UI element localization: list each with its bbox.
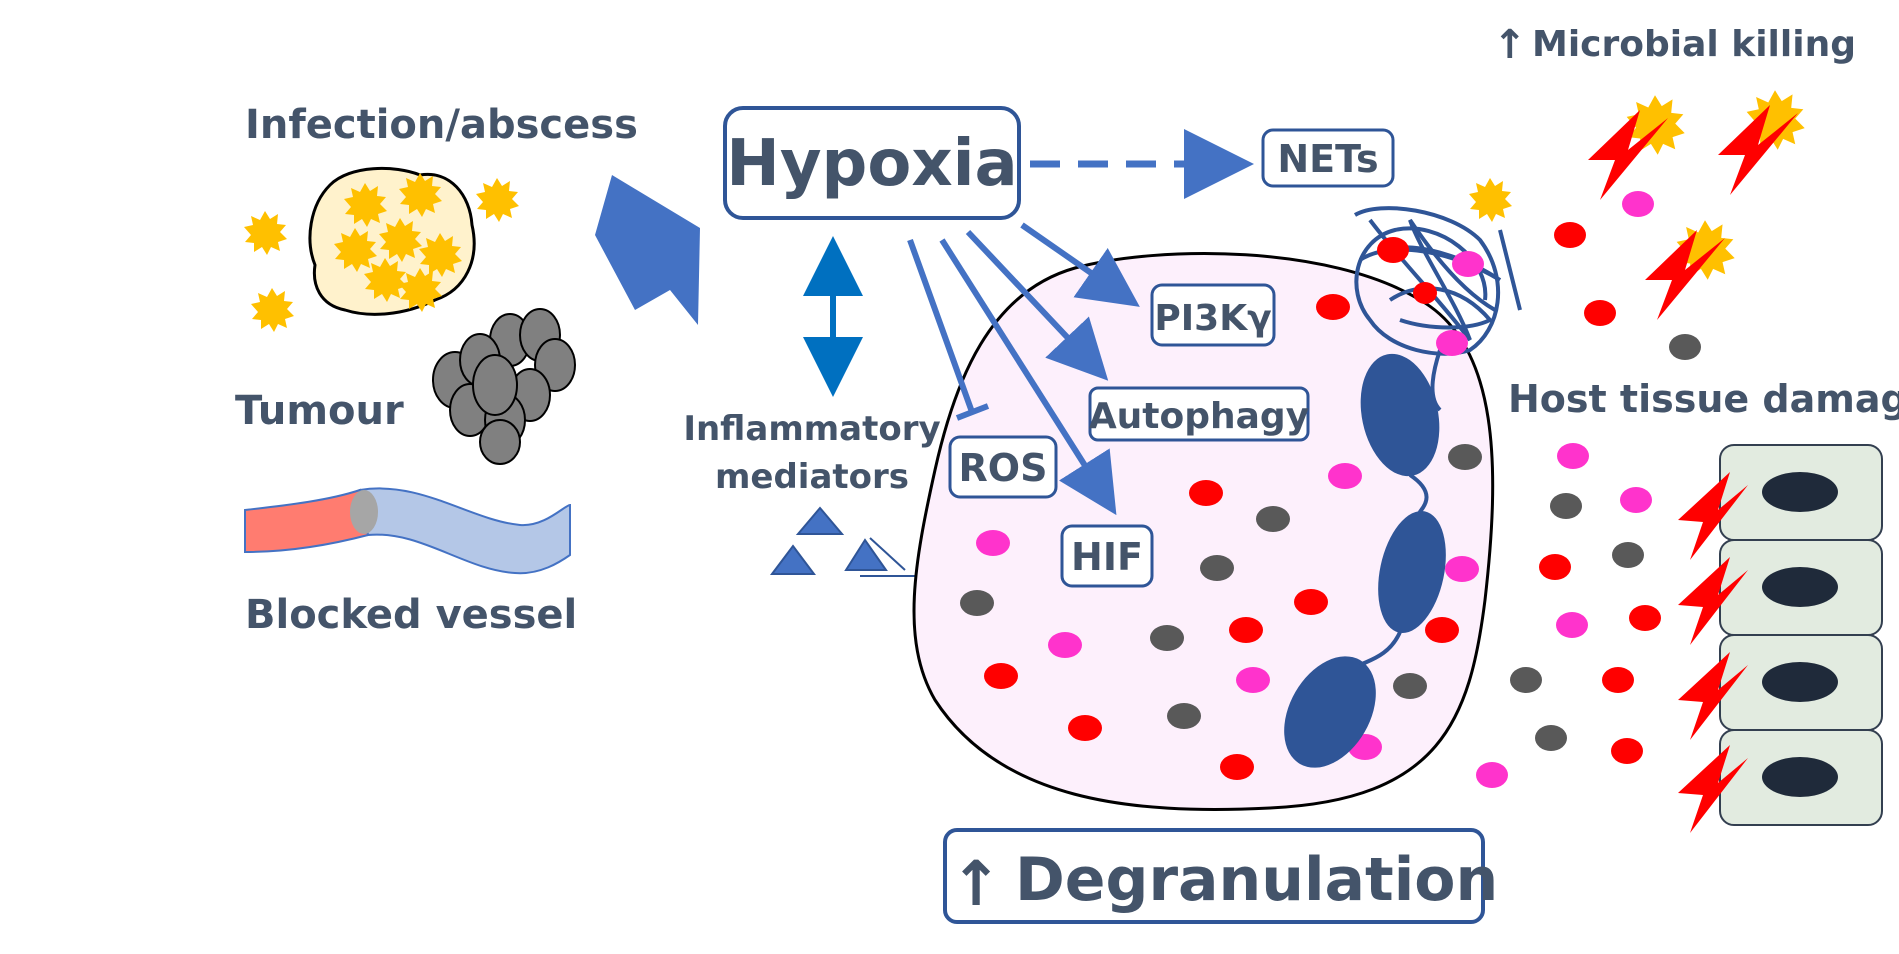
- microbial-killing-label: Microbial killing: [1532, 24, 1856, 65]
- pi3k-label: PI3Kγ: [1154, 298, 1271, 339]
- degranulation-label: Degranulation: [1015, 845, 1498, 915]
- killed-bacteria-icon: [1626, 90, 1805, 280]
- net-trapped-bacterium-icon: [1469, 178, 1512, 222]
- ros-box: [948, 435, 1058, 499]
- arrow-to-autophagy: [965, 229, 1109, 381]
- inhibit-ros-arrow: [907, 238, 990, 421]
- hif-label: HIF: [1071, 535, 1143, 579]
- pi3k-box: [1150, 283, 1276, 347]
- degranulation-up-arrow: ↑: [950, 847, 1002, 920]
- arrow-to-pi3k: [1020, 222, 1140, 307]
- tumour-icon: [432, 308, 576, 465]
- blocked-vessel-label: Blocked vessel: [245, 592, 577, 638]
- host-cells-icon: [1719, 444, 1883, 826]
- autophagy-box: [1088, 386, 1310, 442]
- hypoxia-label: Hypoxia: [726, 127, 1017, 201]
- damage-lightning-icon: [1678, 472, 1748, 833]
- autophagy-label: Autophagy: [1089, 396, 1309, 437]
- nets-label: NETs: [1277, 137, 1378, 181]
- hypoxia-box: [723, 106, 1021, 220]
- nucleus-icon: [1284, 353, 1446, 768]
- mediator-triangles-icon: [770, 506, 920, 577]
- hif-box: [1060, 524, 1154, 588]
- infection-label: Infection/abscess: [245, 102, 638, 148]
- tumour-label: Tumour: [235, 388, 404, 434]
- host-tissue-damage-label: Host tissue damage: [1508, 377, 1899, 421]
- arrow-to-hif: [939, 238, 1117, 516]
- abscess-icon: [308, 167, 476, 316]
- degranulation-box: [943, 828, 1485, 924]
- released-granules-top: [1554, 191, 1701, 360]
- ros-label: ROS: [959, 446, 1048, 490]
- inflammatory-label-line2: mediators: [715, 457, 909, 497]
- microbial-killing-up-arrow: ↑: [1493, 22, 1527, 68]
- released-granules-bottom: [1476, 443, 1661, 788]
- nets-box: [1261, 128, 1395, 188]
- killing-lightning-icon: [1588, 105, 1798, 320]
- big-arrow-icon: [595, 175, 700, 325]
- inflammatory-label-line1: Inflammatory: [683, 409, 940, 449]
- blocked-vessel-icon: [244, 487, 571, 575]
- nets-granules: [1377, 237, 1484, 356]
- granules-inside: [960, 294, 1482, 780]
